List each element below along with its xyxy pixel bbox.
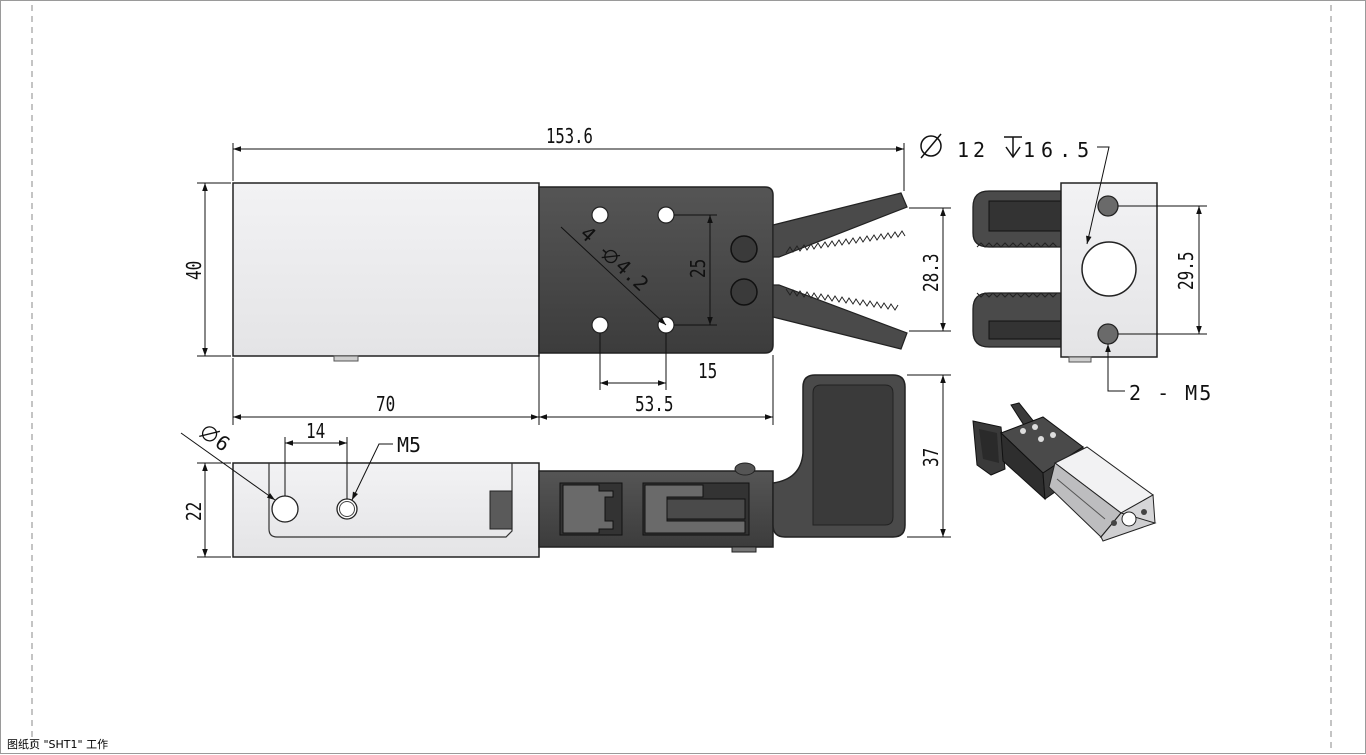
note-end-bore: 12: [957, 138, 989, 162]
pivot-lower: [730, 278, 758, 306]
dim-lever-height: 37: [920, 448, 943, 467]
end-bore: [1081, 241, 1137, 297]
note-end-thread: 2 - M5: [1129, 381, 1213, 405]
sheet-border-lines: [31, 5, 1332, 749]
end-plate-pin: [1068, 356, 1092, 363]
dim-body-height: 40: [183, 261, 206, 280]
dim-body-length: 70: [376, 393, 395, 416]
mount-hole-tr: [657, 206, 675, 224]
pivot-upper: [730, 235, 758, 263]
iso-end-bore: [1121, 511, 1137, 527]
upper-finger-teeth: [785, 230, 906, 254]
diameter-icon: [920, 133, 942, 159]
end-view-dimensions: 12 16.5 29.5 2 - M5: [920, 133, 1213, 405]
dim-end-hole-spacing: 29.5: [1175, 251, 1198, 290]
side-knob-bottom: [731, 546, 757, 553]
end-view: [972, 182, 1158, 363]
lower-finger: [772, 284, 908, 350]
side-hole-large: [271, 495, 299, 523]
dim-side-height: 22: [183, 502, 206, 521]
mount-hole-tl: [591, 206, 609, 224]
dim-side-hole-spacing: 14: [306, 420, 325, 443]
end-thread-lower: [1097, 323, 1119, 345]
front-jaw-block: [538, 186, 774, 354]
dim-side-hole-dia: 6: [211, 430, 235, 457]
upper-finger: [772, 192, 908, 258]
note-end-bore-depth: 16.5: [1023, 138, 1095, 162]
dim-overall-length: 153.6: [546, 125, 593, 148]
dim-jaw-length: 53.5: [635, 393, 674, 416]
dim-hole-spacing-v: 25: [687, 259, 710, 278]
front-view: [232, 182, 908, 362]
dim-hole-offset-h: 15: [698, 360, 717, 383]
sheet-status: 图纸页 "SHT1" 工作: [7, 738, 109, 751]
depth-icon: [1004, 136, 1022, 159]
front-body: [232, 182, 540, 357]
front-body-pin: [333, 355, 359, 362]
lower-finger-teeth: [785, 288, 899, 311]
diameter-icon: [601, 249, 621, 264]
mount-hole-bl: [591, 316, 609, 334]
side-body-slot: [489, 490, 513, 530]
side-body-channel: [268, 463, 513, 538]
isometric-view: [972, 402, 1157, 542]
note-side-thread: M5: [397, 433, 421, 457]
end-thread-upper: [1097, 195, 1119, 217]
diameter-icon: [199, 426, 221, 442]
side-view: [232, 374, 906, 558]
dim-jaw-opening: 28.3: [920, 253, 943, 292]
side-knob-top: [734, 462, 756, 476]
